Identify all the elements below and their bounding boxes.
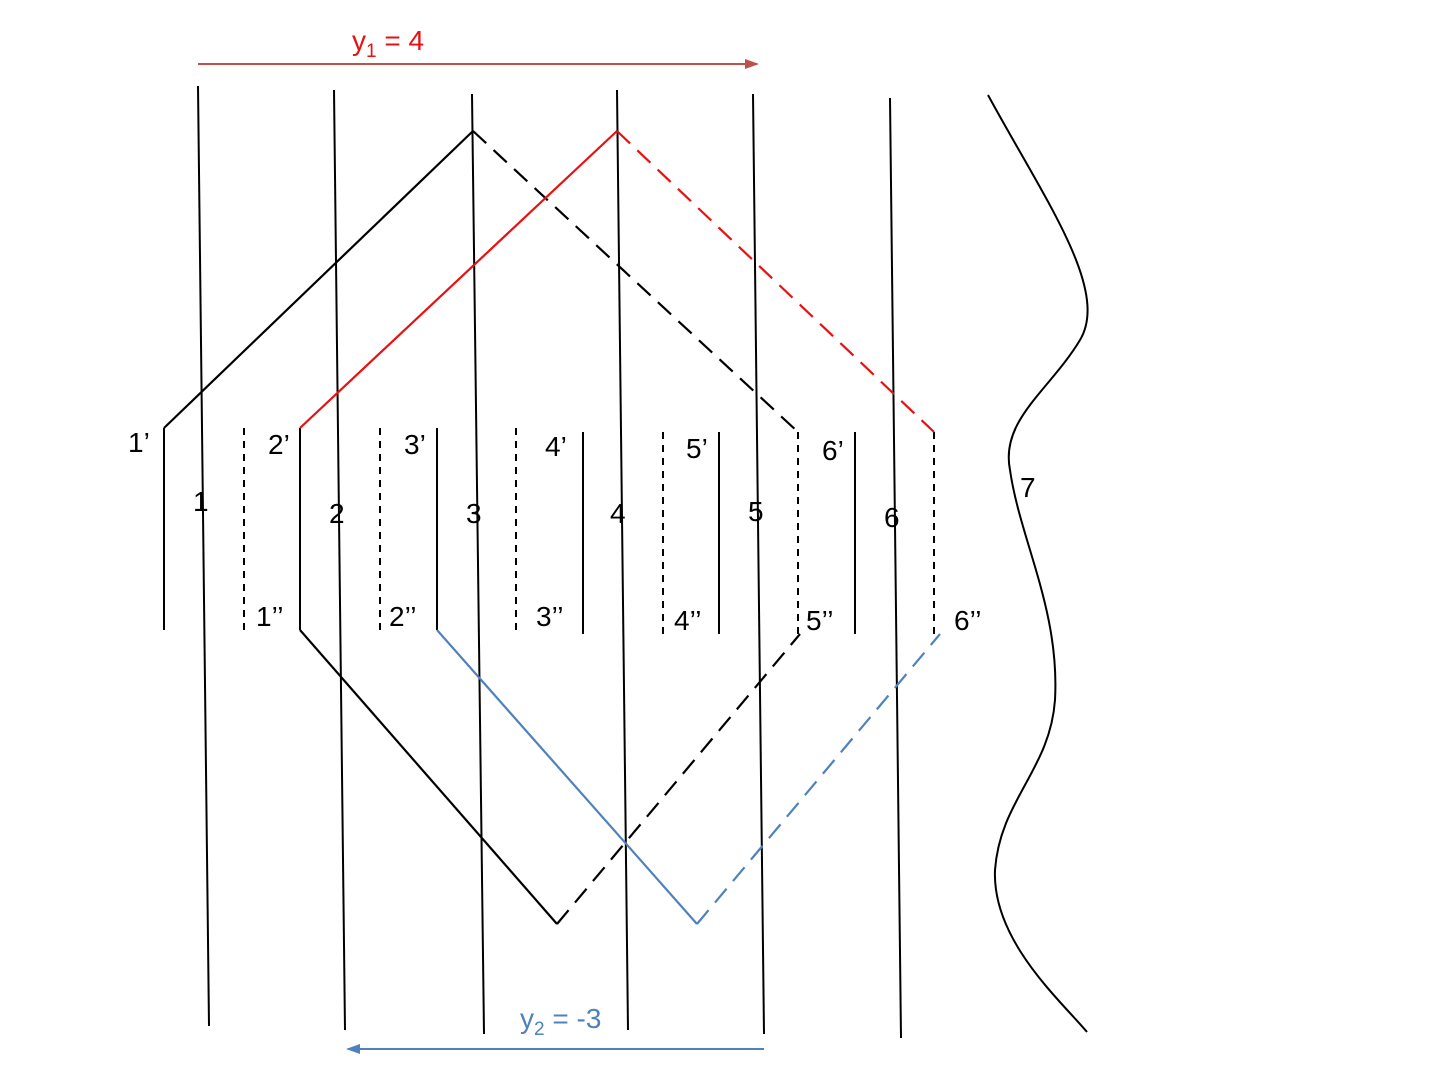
conductor-label-7: 7 bbox=[1020, 472, 1036, 503]
bottom-end-label-6: 6’’ bbox=[954, 605, 982, 636]
conductor-3 bbox=[471, 93, 485, 1035]
bottom-end-label-2: 2’’ bbox=[389, 601, 417, 632]
top-end-label-6: 6’ bbox=[822, 435, 844, 466]
top-end-label-3: 3’ bbox=[404, 429, 426, 460]
conductor-5 bbox=[752, 93, 765, 1035]
conductor-1 bbox=[197, 85, 210, 1027]
conductor-label-1: 1 bbox=[193, 486, 209, 517]
pitch-label-y1: y1 = 4 bbox=[352, 25, 424, 62]
coil-bottom-black-dashed bbox=[556, 633, 801, 925]
conductor-7-wavy bbox=[987, 94, 1089, 1033]
top-end-label-2: 2’ bbox=[268, 429, 290, 460]
coil-bottom-blue-solid bbox=[436, 629, 698, 925]
conductor-label-4: 4 bbox=[610, 498, 626, 529]
conductor-label-3: 3 bbox=[466, 498, 482, 529]
conductor-2 bbox=[333, 89, 346, 1031]
coil-top-black-solid bbox=[163, 130, 474, 429]
bottom-end-label-1: 1’’ bbox=[256, 601, 284, 632]
conductor-6 bbox=[889, 97, 902, 1039]
conductor-4 bbox=[616, 89, 629, 1031]
coil-bottom-black-solid bbox=[299, 629, 558, 925]
conductor-label-2: 2 bbox=[329, 498, 345, 529]
top-end-label-4: 4’ bbox=[545, 431, 567, 462]
conductor-label-5: 5 bbox=[748, 496, 764, 527]
coil-top-black-dashed bbox=[472, 130, 799, 433]
top-end-label-5: 5’ bbox=[686, 433, 708, 464]
top-end-label-1: 1’ bbox=[128, 427, 150, 458]
coil-top-red-solid bbox=[299, 130, 618, 429]
bottom-end-label-5: 5’’ bbox=[806, 605, 834, 636]
coil-bottom-blue-dashed bbox=[696, 633, 941, 925]
pitch-label-y2: y2 = -3 bbox=[520, 1003, 601, 1040]
bottom-end-label-3: 3’’ bbox=[536, 601, 564, 632]
bottom-end-label-4: 4’’ bbox=[674, 605, 702, 636]
conductor-label-6: 6 bbox=[884, 502, 900, 533]
coil-top-red-dashed bbox=[616, 130, 935, 433]
